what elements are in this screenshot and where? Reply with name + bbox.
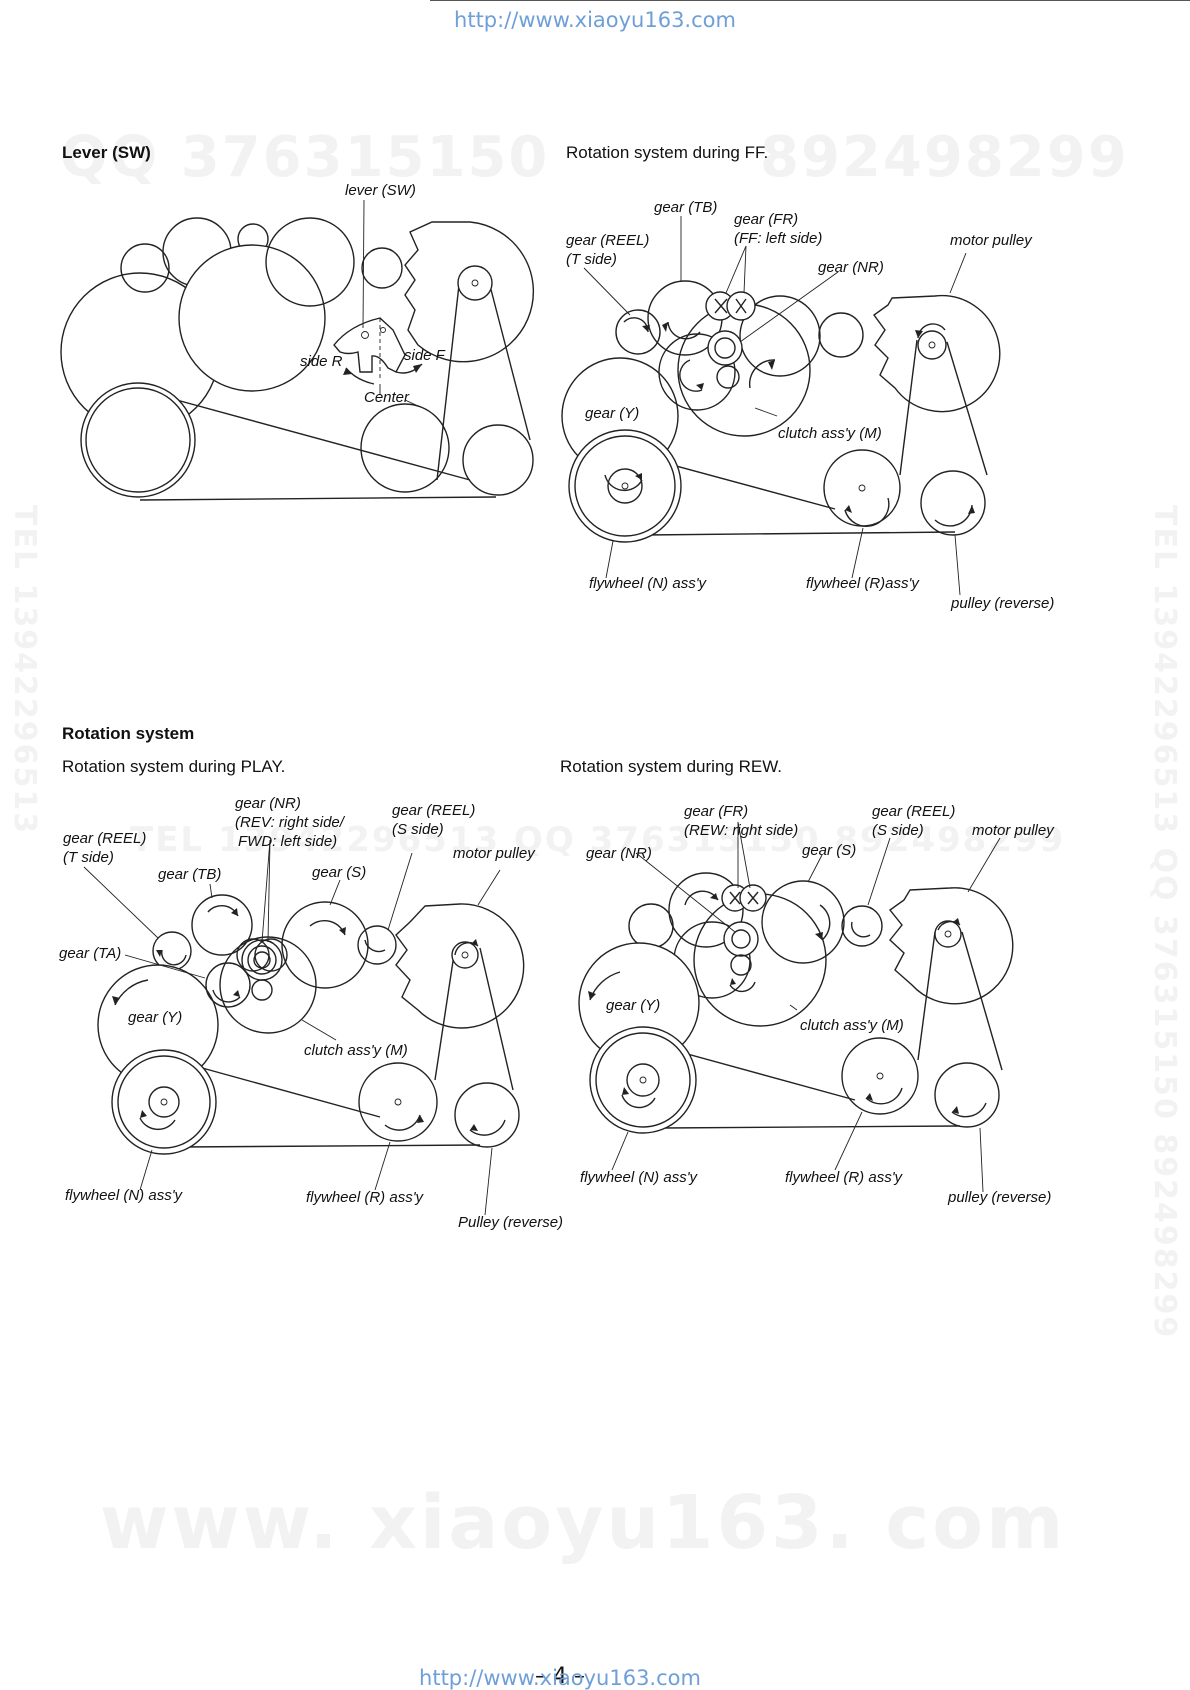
rew-label-motor-pulley: motor pulley <box>972 822 1055 839</box>
rew-label-flywheel-n: flywheel (N) ass'y <box>580 1169 699 1186</box>
footer-url[interactable]: http://www.xiaoyu163.com <box>419 1666 701 1690</box>
rew-gears <box>578 872 1014 1134</box>
ff-label-gear-reel-2: (T side) <box>566 251 617 268</box>
play-label-pulley-reverse: Pulley (reverse) <box>458 1214 563 1231</box>
rew-arrows <box>588 890 987 1118</box>
ff-label-flywheel-r: flywheel (R)ass'y <box>806 575 920 592</box>
play-label-clutch: clutch ass'y (M) <box>304 1042 408 1059</box>
rew-label-flywheel-r: flywheel (R) ass'y <box>785 1169 904 1186</box>
label-side-r: side R <box>300 353 343 370</box>
ff-label-gear-nr: gear (NR) <box>818 259 884 276</box>
play-label-gear-nr-1: gear (NR) <box>235 795 301 812</box>
play-label-gear-reel-s-1: gear (REEL) <box>392 802 475 819</box>
play-title: Rotation system during PLAY. <box>62 757 286 776</box>
rew-label-gear-reel-2: (S side) <box>872 822 924 839</box>
ff-label-pulley-reverse: pulley (reverse) <box>950 595 1054 612</box>
rew-title: Rotation system during REW. <box>560 757 783 776</box>
ff-label-clutch: clutch ass'y (M) <box>778 425 882 442</box>
watermark-site: www. xiaoyu163. com <box>100 1480 1067 1566</box>
ff-title: Rotation system during FF. <box>566 143 769 162</box>
ff-arrows <box>604 317 975 527</box>
play-arrows <box>112 904 506 1136</box>
ff-label-gear-fr-1: gear (FR) <box>734 211 798 228</box>
lever-belt <box>139 275 531 501</box>
ff-label-gear-y: gear (Y) <box>585 405 639 422</box>
rew-label-gear-nr: gear (NR) <box>586 845 652 862</box>
rew-label-gear-reel-1: gear (REEL) <box>872 803 955 820</box>
watermark-qq-2: 892498299 <box>760 125 1129 190</box>
play-label-flywheel-r: flywheel (R) ass'y <box>306 1189 425 1206</box>
watermark-tel: TEL 13942296513 QQ 376315150 892498299 <box>130 820 1066 860</box>
play-leader-lines <box>83 839 501 1216</box>
rew-label-pulley-reverse: pulley (reverse) <box>947 1189 1051 1206</box>
rew-label-clutch: clutch ass'y (M) <box>800 1017 904 1034</box>
play-label-gear-tb: gear (TB) <box>158 866 221 883</box>
play-label-gear-nr-2: (REV: right side/ <box>235 814 346 831</box>
rotation-title: Rotation system <box>62 724 195 743</box>
ff-gears <box>561 280 1001 543</box>
play-belts <box>179 947 514 1148</box>
rew-label-gear-y: gear (Y) <box>606 997 660 1014</box>
rew-label-gear-fr-2: (REW: right side) <box>684 822 798 839</box>
play-label-flywheel-n: flywheel (N) ass'y <box>65 1187 184 1204</box>
play-label-gear-reel-s-2: (S side) <box>392 821 444 838</box>
play-label-gear-reel-t-1: gear (REEL) <box>63 830 146 847</box>
play-label-gear-nr-3: FWD: left side) <box>238 833 337 850</box>
play-label-gear-ta: gear (TA) <box>59 945 121 962</box>
play-label-gear-s: gear (S) <box>312 864 366 881</box>
label-center: Center <box>364 389 410 406</box>
top-rule <box>430 0 1190 1</box>
rew-label-gear-s: gear (S) <box>802 842 856 859</box>
lever-title: Lever (SW) <box>62 143 151 162</box>
ff-label-flywheel-n: flywheel (N) ass'y <box>589 575 708 592</box>
lever-gears <box>60 217 535 498</box>
play-gears <box>97 894 525 1155</box>
play-label-gear-y: gear (Y) <box>128 1009 182 1026</box>
ff-label-gear-tb: gear (TB) <box>654 199 717 216</box>
ff-label-gear-fr-2: (FF: left side) <box>734 230 822 247</box>
ff-label-gear-reel-1: gear (REEL) <box>566 232 649 249</box>
label-lever-sw: lever (SW) <box>345 182 416 199</box>
lever-part <box>333 199 423 406</box>
watermark-qq: QQ 376315150 <box>60 125 550 190</box>
ff-leader-lines <box>583 216 967 596</box>
header-url[interactable]: http://www.xiaoyu163.com <box>454 8 736 32</box>
label-side-f: side F <box>404 347 446 364</box>
ff-label-motor-pulley: motor pulley <box>950 232 1033 249</box>
rew-label-gear-fr-1: gear (FR) <box>684 803 748 820</box>
play-label-motor-pulley: motor pulley <box>453 845 536 862</box>
play-label-gear-reel-t-2: (T side) <box>63 849 114 866</box>
rew-leader-lines <box>611 821 1001 1193</box>
